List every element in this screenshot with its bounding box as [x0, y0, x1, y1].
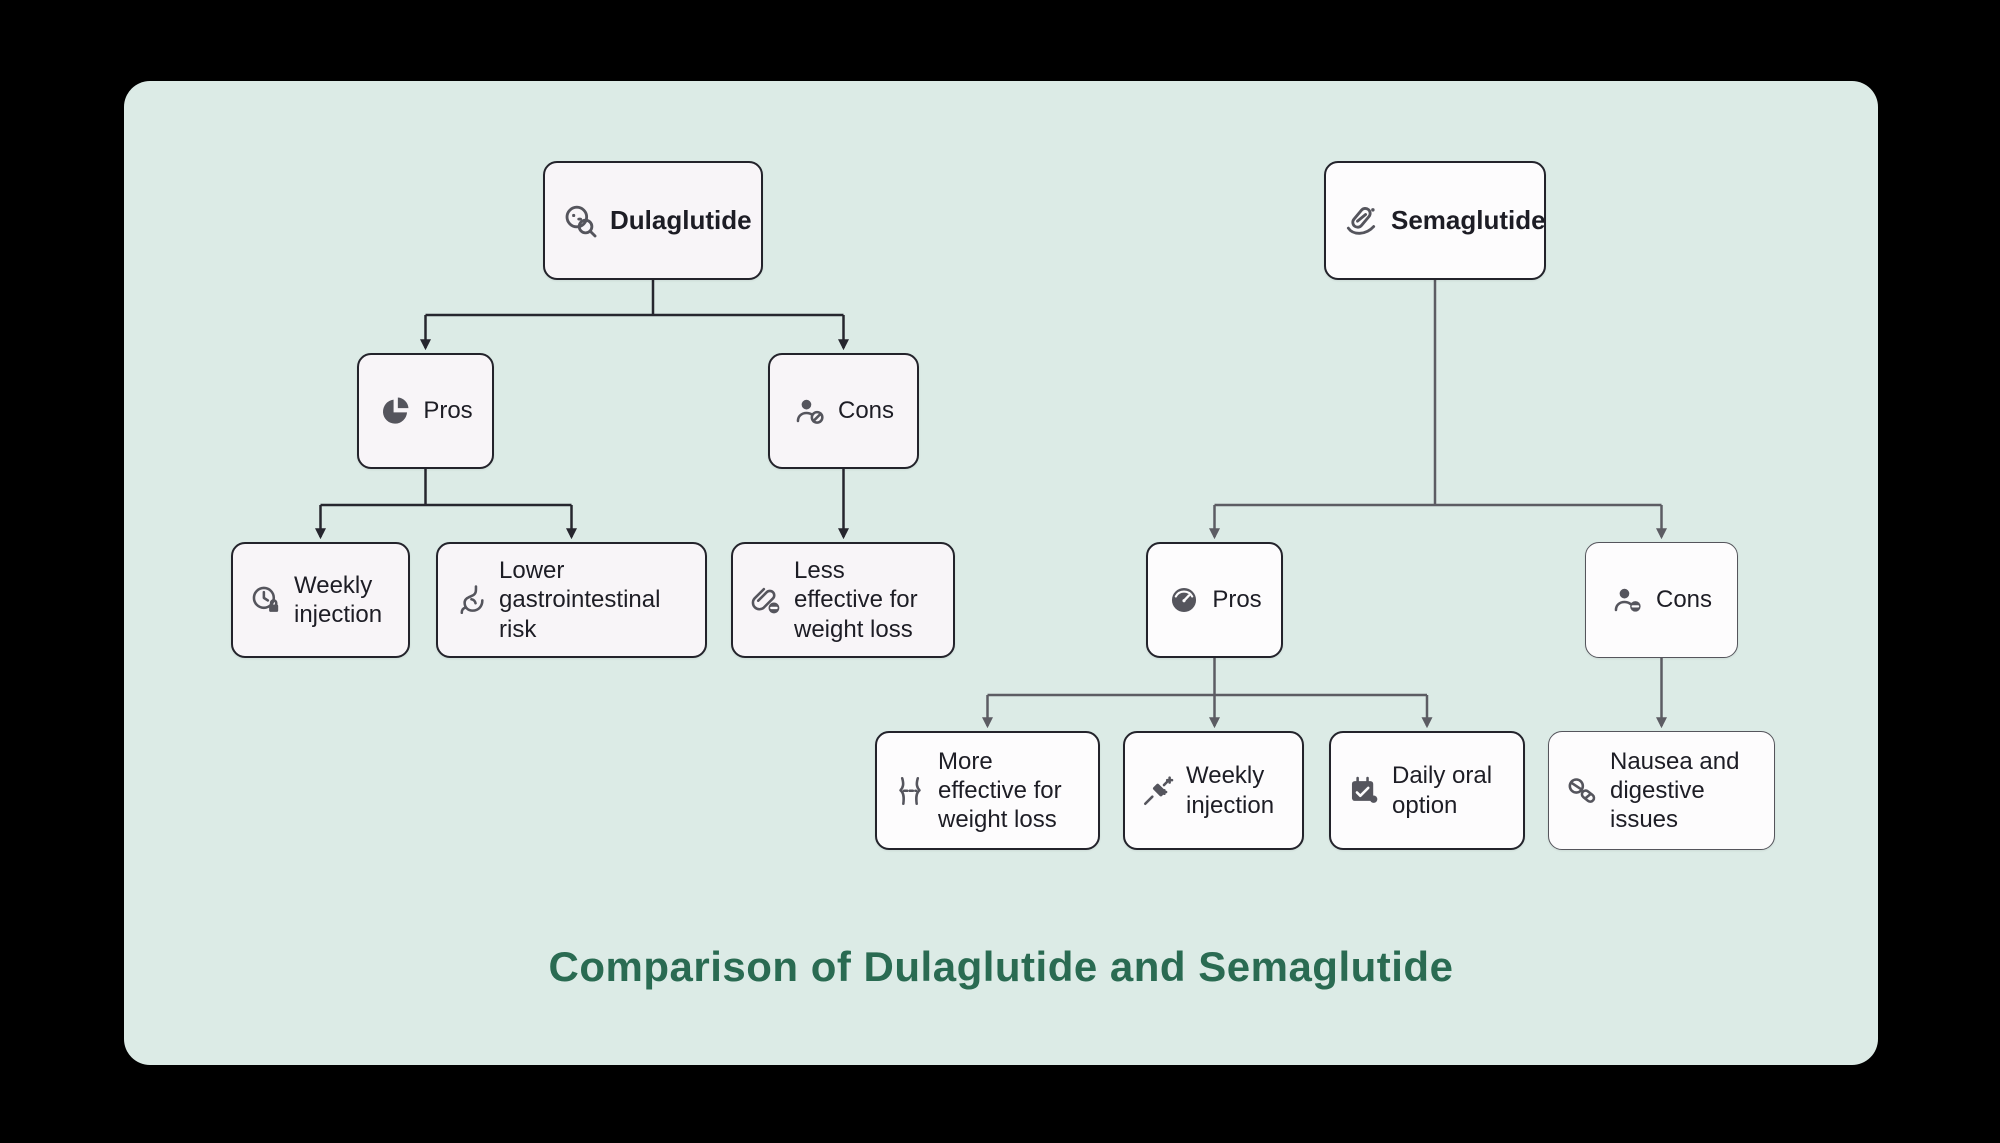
node-label: Nausea and digestive issues: [1610, 747, 1740, 834]
node-label: Lower gastrointestinal risk: [499, 557, 661, 643]
node-nausea-digestive-issues: Nausea and digestive issues: [1548, 731, 1775, 850]
node-label: Daily oral option: [1392, 762, 1493, 819]
node-weekly-injection-left: Weekly injection: [231, 542, 410, 658]
node-semaglutide-pros: Pros: [1146, 542, 1283, 658]
user-minus-icon: [1611, 583, 1645, 617]
node-semaglutide-cons: Cons: [1585, 542, 1738, 658]
node-weekly-injection-right: Weekly injection: [1123, 731, 1304, 850]
pie-chart-icon: [378, 394, 412, 428]
diagram-title: Comparison of Dulaglutide and Semaglutid…: [548, 943, 1454, 990]
calendar-check-icon: [1347, 774, 1381, 808]
stomach-icon: [454, 583, 488, 617]
node-dulaglutide-pros: Pros: [357, 353, 494, 469]
node-label: Weekly injection: [1186, 762, 1275, 819]
gauge-icon: [1167, 583, 1201, 617]
node-label: Semaglutide: [1391, 204, 1546, 235]
node-semaglutide: Semaglutide: [1324, 161, 1546, 280]
node-label: Cons: [1655, 586, 1713, 614]
node-label: Weekly injection: [294, 571, 383, 628]
clock-lock-icon: [249, 583, 283, 617]
pills-icon: [1565, 774, 1599, 808]
node-label: Dulaglutide: [610, 204, 752, 235]
node-more-effective-weight-loss: More effective for weight loss: [875, 731, 1100, 850]
node-daily-oral-option: Daily oral option: [1329, 731, 1525, 850]
syringe-spark-icon: [1141, 774, 1175, 808]
user-block-icon: [793, 394, 827, 428]
node-lower-gi-risk: Lower gastrointestinal risk: [436, 542, 707, 658]
node-dulaglutide-cons: Cons: [768, 353, 919, 469]
germ-magnifier-icon: [561, 202, 599, 240]
injection-pill-icon: [1342, 202, 1380, 240]
paperclip-minus-icon: [749, 583, 783, 617]
node-label: Less effective for weight loss: [794, 557, 918, 643]
node-label: Pros: [1212, 586, 1262, 614]
node-label: Pros: [423, 397, 473, 425]
node-dulaglutide: Dulaglutide: [543, 161, 763, 280]
node-label: More effective for weight loss: [938, 747, 1062, 834]
waist-measure-icon: [893, 774, 927, 808]
node-less-effective-weight-loss: Less effective for weight loss: [731, 542, 955, 658]
node-label: Cons: [837, 397, 895, 425]
